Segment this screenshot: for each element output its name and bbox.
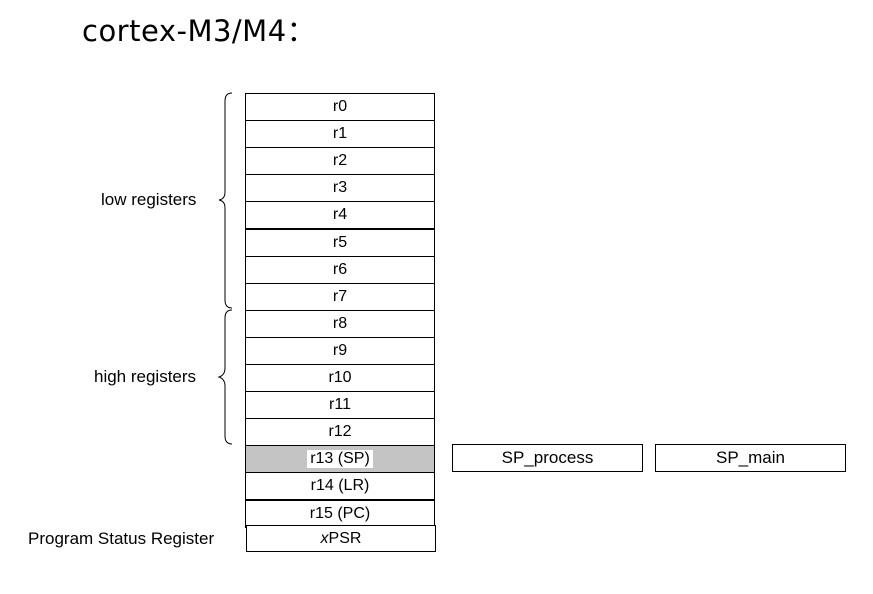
register-r11: r11 <box>245 391 435 420</box>
low-registers-label: low registers <box>101 190 197 209</box>
high-registers-brace <box>217 309 233 445</box>
register-r10: r10 <box>245 364 435 393</box>
register-r8: r8 <box>245 309 435 338</box>
register-r5: r5 <box>245 228 435 257</box>
low-registers-brace <box>218 92 233 309</box>
register-label: r12 <box>328 423 352 441</box>
register-label: r1 <box>332 125 348 143</box>
register-r4: r4 <box>245 201 435 230</box>
register-label: r13 (SP) <box>307 450 373 469</box>
register-label: r11 <box>329 396 351 414</box>
register-r13-sp: r13 (SP) <box>245 445 435 474</box>
register-r12: r12 <box>245 418 435 447</box>
register-label: r8 <box>332 314 348 332</box>
register-label: r0 <box>332 98 348 116</box>
register-r2: r2 <box>245 147 435 176</box>
register-label: r3 <box>332 179 348 197</box>
register-r6: r6 <box>245 255 435 284</box>
sp-main-box: SP_main <box>655 444 846 472</box>
register-label: r9 <box>332 341 348 359</box>
sp-process-box: SP_process <box>452 444 643 472</box>
register-label: r4 <box>332 206 348 224</box>
register-r9: r9 <box>245 336 435 365</box>
register-r14-lr: r14 (LR) <box>245 472 435 501</box>
register-label: r14 (LR) <box>310 477 370 495</box>
xpsr-prefix: x <box>320 529 329 547</box>
register-r15-pc: r15 (PC) <box>245 499 435 528</box>
page-title: cortex-M3/M4： <box>82 14 317 48</box>
register-label: r10 <box>328 369 352 387</box>
xpsr-rest: PSR <box>328 529 362 547</box>
register-r7: r7 <box>245 282 435 311</box>
psr-label: Program Status Register <box>28 529 215 548</box>
register-label: r15 (PC) <box>309 504 371 522</box>
register-r0: r0 <box>245 93 435 122</box>
register-label: r6 <box>332 260 348 278</box>
high-registers-label: high registers <box>94 367 197 386</box>
register-label: r5 <box>332 233 348 251</box>
register-label: r7 <box>332 287 348 305</box>
register-label: r2 <box>332 152 348 170</box>
